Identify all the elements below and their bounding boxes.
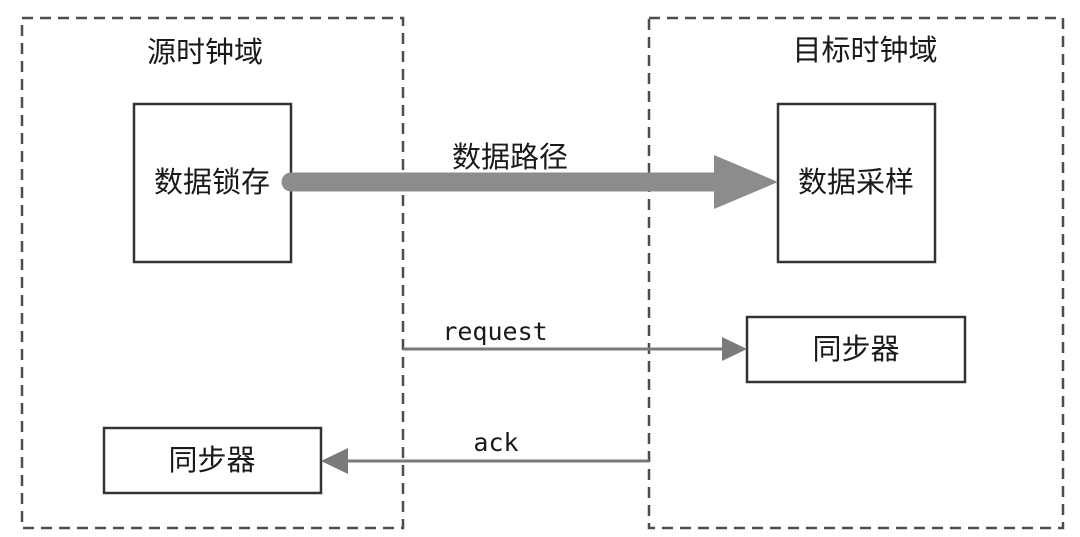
target-synchronizer-label: 同步器 [812, 332, 899, 366]
target-clock-domain-region [647, 16, 1065, 530]
data-path-label: 数据路径 [452, 140, 568, 174]
data-sample-label: 数据采样 [798, 165, 914, 199]
target-clock-domain-label: 目标时钟域 [792, 33, 937, 67]
source-synchronizer-box [102, 426, 323, 495]
data-sample-box [776, 102, 937, 264]
data-latch-label: 数据锁存 [154, 165, 270, 199]
target-synchronizer-box [745, 315, 967, 384]
request-arrow-head [722, 337, 747, 361]
data-path-arrow-head [714, 155, 778, 209]
source-clock-domain-region [20, 16, 405, 530]
source-clock-domain-label: 源时钟域 [147, 35, 263, 69]
source-synchronizer-label: 同步器 [168, 443, 255, 477]
ack-label: ack [473, 428, 518, 457]
request-label: request [442, 317, 547, 346]
ack-arrow-head [321, 448, 348, 474]
